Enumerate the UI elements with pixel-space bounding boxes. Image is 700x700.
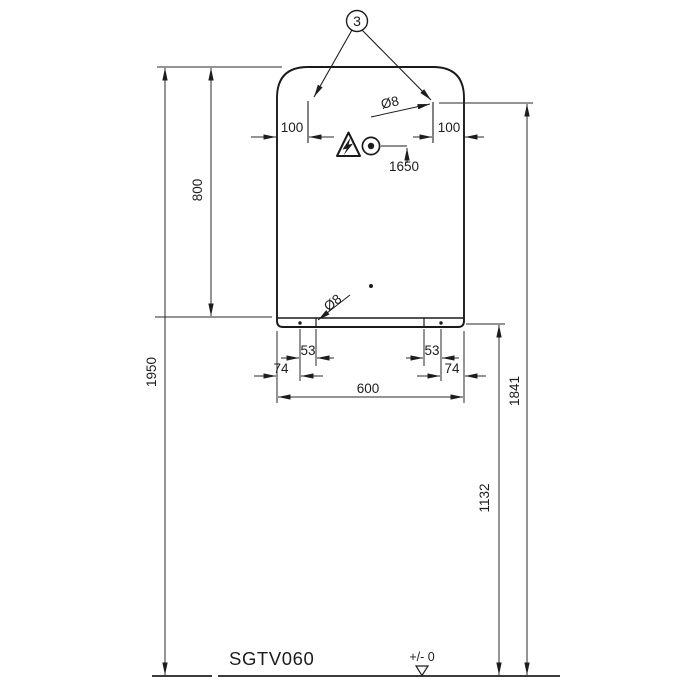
dim-overall-width-label: 600 [357, 381, 380, 396]
socket-height-callout [381, 145, 410, 163]
dim-panel-height: 800 [190, 68, 214, 316]
product-code: SGTV060 [229, 648, 314, 669]
dim-overall-width: 600 [278, 381, 463, 400]
dim-top-hole-inset-right-label: 100 [438, 120, 461, 135]
high-voltage-warning-icon [336, 131, 361, 157]
dim-bottom-holes-height: 1132 [477, 325, 502, 675]
dim-bottom-slot-right: 53 [406, 343, 459, 361]
hole-diameter-callout-bottom: Ø8 [317, 291, 351, 321]
balloon-label: 3 [353, 13, 361, 29]
socket-height-label: 1650 [389, 159, 419, 174]
panel-center-mark [369, 284, 373, 288]
dim-top-hole-inset-left-label: 100 [281, 120, 304, 135]
dim-overall-height-label: 1950 [144, 357, 159, 387]
hole-diameter-top-label: Ø8 [379, 93, 400, 112]
dim-bottom-hole-inset-left: 74 [254, 361, 323, 379]
dim-bottom-slot-left-label: 53 [300, 343, 315, 358]
balloon-leader-right [361, 29, 432, 101]
bottom-hole-left [298, 321, 302, 325]
dim-top-hole-inset-right: 100 [413, 120, 484, 140]
hole-diameter-callout-top: Ø8 [370, 93, 431, 118]
panel-hole-marks [298, 101, 443, 325]
extension-lines [155, 66, 533, 403]
dim-bottom-hole-inset-right-label: 74 [444, 361, 460, 376]
dim-bottom-slot-left: 53 [281, 343, 334, 361]
balloon-leader-left [313, 29, 353, 98]
dim-top-holes-height: 1841 [507, 104, 530, 675]
dim-overall-height: 1950 [144, 68, 168, 675]
hole-diameter-bottom-label: Ø8 [321, 291, 344, 314]
panel-body [276, 66, 465, 328]
dim-panel-height-label: 800 [190, 179, 205, 202]
dim-bottom-holes-height-label: 1132 [477, 483, 492, 512]
floor-datum-triangle-icon [414, 665, 430, 677]
panel-outline [276, 66, 465, 328]
dim-bottom-hole-inset-right: 74 [417, 361, 486, 379]
floor-datum-callout: +/- 0 [409, 650, 435, 677]
power-socket-icon [361, 136, 381, 156]
dim-top-hole-inset-left: 100 [251, 120, 334, 140]
dim-bottom-slot-right-label: 53 [424, 343, 439, 358]
dim-top-holes-height-label: 1841 [507, 376, 522, 406]
balloon-circle [345, 9, 369, 33]
bottom-hole-right [439, 321, 443, 325]
balloon-callout: 3 [313, 9, 432, 101]
dim-bottom-hole-inset-left-label: 74 [273, 361, 289, 376]
floor-datum-label: +/- 0 [409, 650, 434, 664]
